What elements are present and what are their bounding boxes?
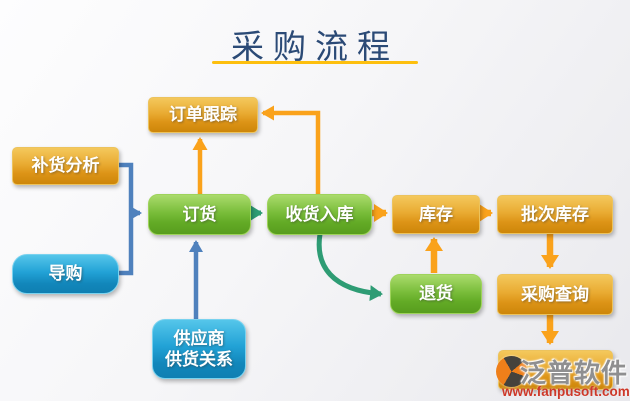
connector-receiving-to-tracking [261,105,321,194]
title-underline [212,61,418,64]
watermark: 泛普软件 www.fanpusoft.com [494,352,630,401]
node-batch-inventory: 批次库存 [497,195,613,234]
fanpu-logo-icon [496,356,527,387]
node-supplier-relationship: 供应商 供货关系 [152,319,246,379]
page-title: 采购流程 [231,27,399,66]
connector-receiving-to-returns [316,233,383,302]
watermark-brand: 泛普软件 [520,358,629,388]
node-inventory: 库存 [392,195,480,234]
node-label: 收货入库 [285,204,354,224]
watermark-url: www.fanpusoft.com [502,384,630,399]
node-shopping-guide: 导购 [12,254,119,294]
node-replenishment-analysis: 补货分析 [12,147,119,185]
node-label-line1: 供应商 [173,328,225,348]
node-label: 订单跟踪 [169,105,237,125]
node-label: 采购查询 [521,284,589,304]
node-label: 导购 [48,264,83,284]
node-label: 订货 [182,204,217,224]
node-purchase-query: 采购查询 [497,274,613,315]
node-order-tracking: 订单跟踪 [148,97,258,133]
node-receiving-warehousing: 收货入库 [267,194,372,235]
connector-replenishment-guide-bracket [117,162,134,276]
node-ordering: 订货 [148,194,251,235]
node-label-line2: 供货关系 [165,350,233,369]
node-label: 批次库存 [521,204,589,224]
node-returns: 退货 [390,274,482,314]
node-label: 库存 [419,204,453,224]
node-label: 补货分析 [31,156,100,176]
node-label: 退货 [419,284,453,304]
